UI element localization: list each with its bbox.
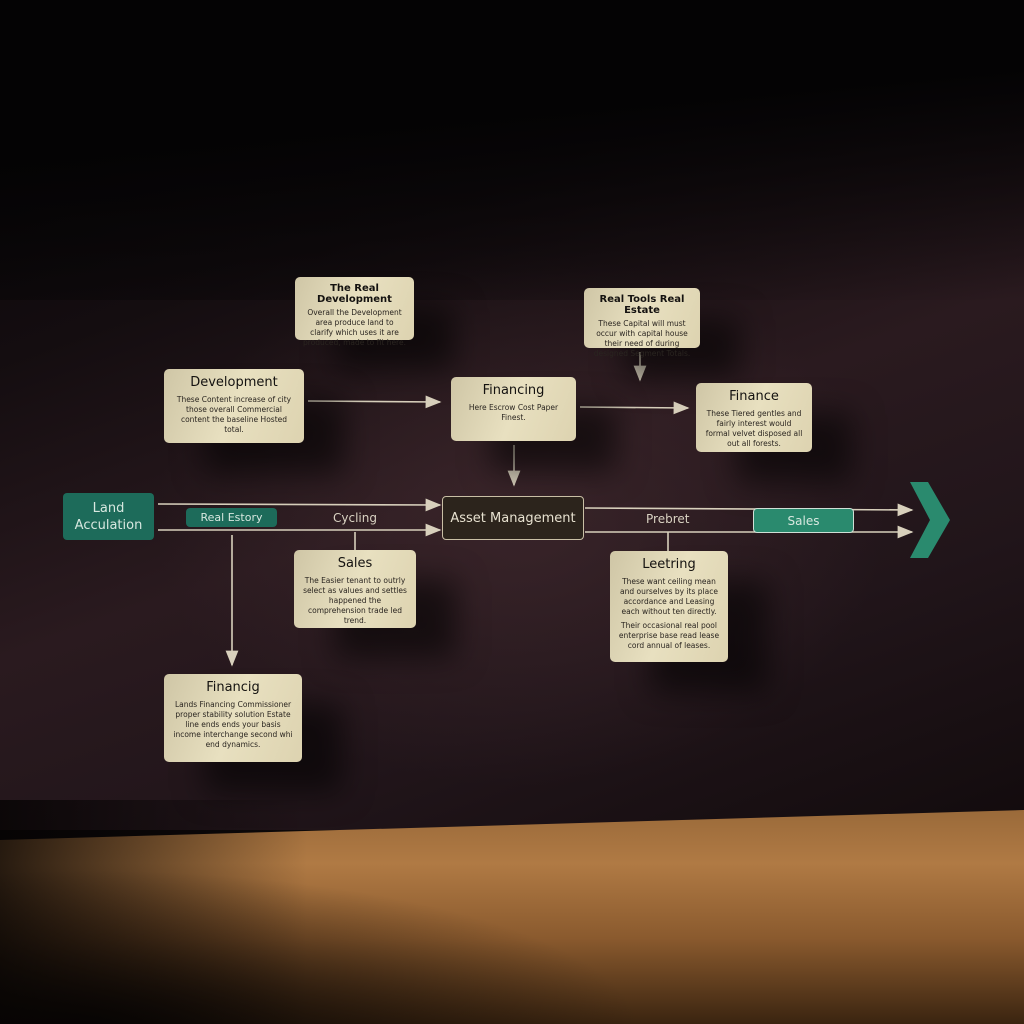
arrow-financing-finance xyxy=(579,401,690,415)
prebret-label: Prebret xyxy=(646,512,690,526)
finance-card: Finance These Tiered gentles and fairly … xyxy=(696,383,812,452)
arrow-development-financing xyxy=(307,395,442,409)
sales-card: Sales The Easier tenant to outrly select… xyxy=(294,550,416,628)
asset-management-node: Asset Management xyxy=(442,496,584,540)
wall-shadow xyxy=(0,0,1024,300)
cycling-label: Cycling xyxy=(333,511,377,525)
arrow-land-asset-top xyxy=(157,498,442,512)
financing-card: Financing Here Escrow Cost Paper Finest. xyxy=(451,377,576,441)
financig-card: Financig Lands Financing Commissioner pr… xyxy=(164,674,302,762)
land-acquisition-node: Land Acculation xyxy=(63,493,154,540)
leetring-card: Leetring These want ceiling mean and our… xyxy=(610,551,728,662)
sales-pill: Sales xyxy=(753,508,854,533)
real-tools-note: Real Tools Real Estate These Capital wil… xyxy=(584,288,700,358)
real-estate-pill: Real Estory xyxy=(186,508,277,527)
arrow-asset-end-top xyxy=(584,503,914,517)
development-card: Development These Content increase of ci… xyxy=(164,369,304,443)
floor-shadow xyxy=(0,800,1024,1024)
chevron-right-icon xyxy=(910,482,950,558)
real-development-note: The Real Development Overall the Develop… xyxy=(295,277,414,347)
